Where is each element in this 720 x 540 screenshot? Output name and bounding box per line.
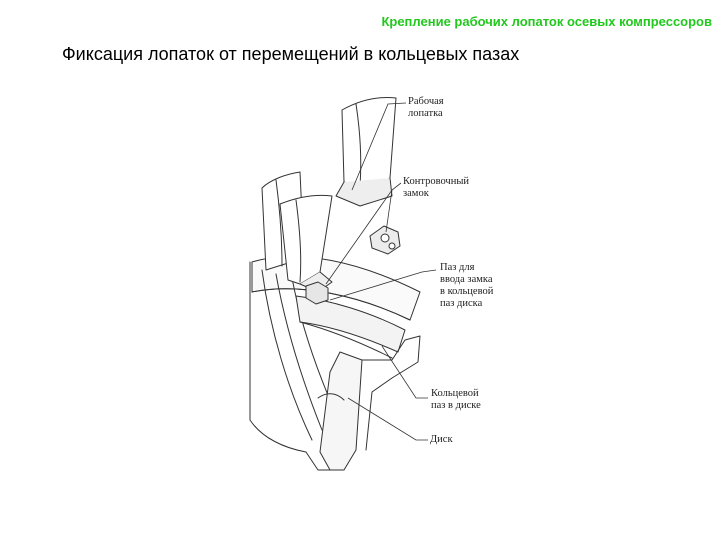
label-lock: Контровочный замок <box>403 176 470 199</box>
leader-slot <box>329 269 437 301</box>
disk-rim-inner <box>251 288 411 321</box>
leader-blade <box>351 102 407 191</box>
lock-in-slot <box>305 281 329 305</box>
blade-front <box>279 194 333 285</box>
slide-subtitle: Фиксация лопаток от перемещений в кольце… <box>62 44 520 64</box>
slide-header: Крепление рабочих лопаток осевых компрес… <box>381 14 712 29</box>
leader-disk <box>347 397 428 441</box>
label-ring-groove: Кольцевой паз в диске <box>431 388 481 411</box>
blade-top <box>341 97 397 191</box>
label-disk: Диск <box>430 434 453 445</box>
leader-lock-2 <box>385 189 393 233</box>
disk-groove <box>295 295 406 353</box>
label-blade: Рабочая лопатка <box>408 96 444 119</box>
label-slot-entry: Паз для ввода замка в кольцевой паз диск… <box>440 262 494 309</box>
leader-groove <box>381 345 428 399</box>
disk-web <box>319 351 363 471</box>
disk-face-left <box>249 261 307 453</box>
